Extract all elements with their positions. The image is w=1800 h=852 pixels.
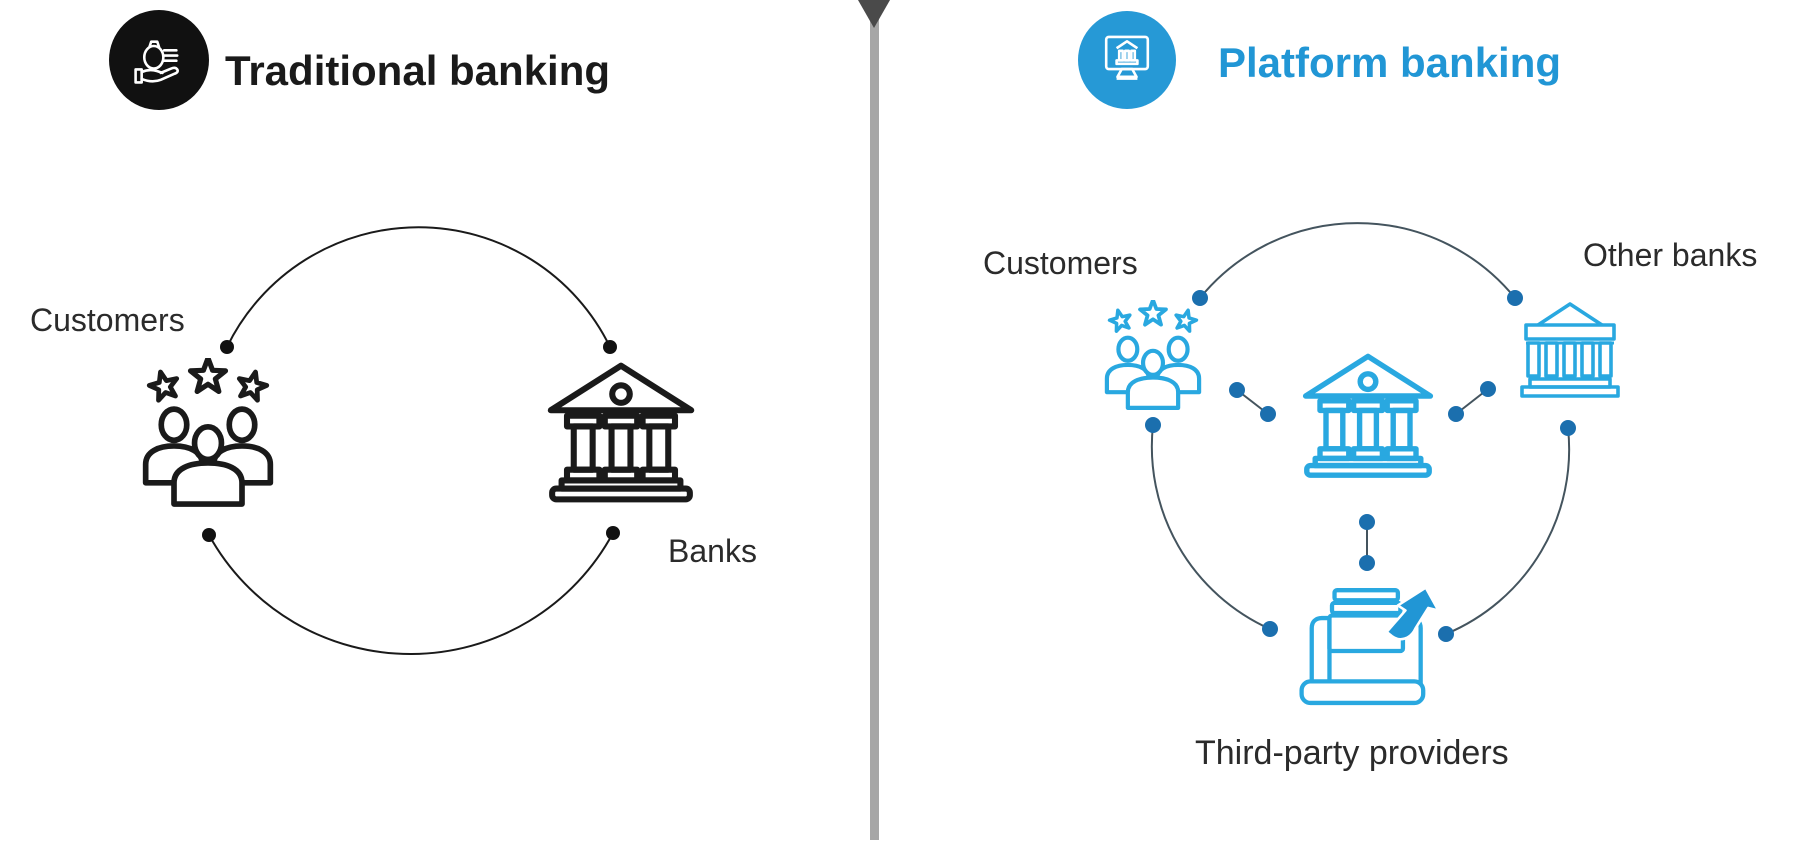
bank-building-icon xyxy=(551,366,691,500)
arc-customers-thirdparty xyxy=(1150,424,1271,630)
arc-otherbanks-thirdparty xyxy=(1445,427,1571,635)
customers-group-icon xyxy=(146,358,271,504)
panel-divider xyxy=(870,0,879,840)
hand-picking-card-icon xyxy=(1302,588,1439,703)
customers-label: Customers xyxy=(30,302,185,338)
banks-label: Banks xyxy=(668,533,757,569)
traditional-banking-title: Traditional banking xyxy=(225,47,611,94)
loop-bottom-arc xyxy=(208,532,614,656)
platform-dots xyxy=(1145,290,1576,642)
traditional-badge xyxy=(109,10,209,110)
bank-building-icon xyxy=(1306,356,1431,475)
customers-group-icon xyxy=(1107,300,1199,408)
traditional-panel xyxy=(109,10,691,656)
third-party-providers-label: Third-party providers xyxy=(1195,734,1509,772)
loop-dots xyxy=(202,340,620,542)
arc-customers-otherbanks xyxy=(1199,222,1516,299)
panel-divider-cap xyxy=(858,0,890,28)
platform-panel xyxy=(1078,11,1620,703)
other-banks-label: Other banks xyxy=(1583,237,1758,273)
platform-banking-title: Platform banking xyxy=(1218,39,1562,86)
loop-top-arc xyxy=(226,226,611,348)
customers-label: Customers xyxy=(983,245,1138,281)
traditional-loop xyxy=(208,226,614,656)
platform-badge xyxy=(1078,11,1176,109)
columned-bank-icon xyxy=(1520,302,1620,398)
